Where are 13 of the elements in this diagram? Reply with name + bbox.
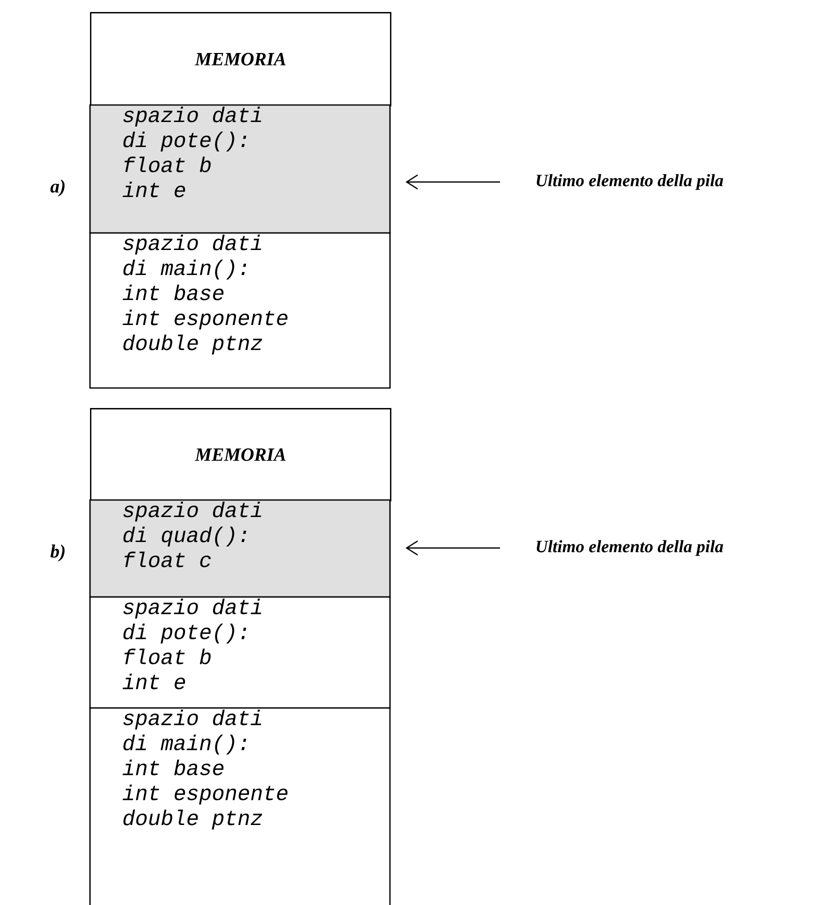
- stack-frame-box: spazio dati di pote(): float b int e: [89, 596, 391, 709]
- arrow: [406, 540, 500, 556]
- panel-label: a): [50, 180, 65, 196]
- header-box: MEMORIA: [90, 12, 392, 106]
- stack-frame-box: spazio dati di quad(): float c: [89, 499, 391, 598]
- header-box: MEMORIA: [90, 408, 392, 502]
- note-text: Ultimo elemento della pila: [536, 174, 724, 190]
- stack-frame-box: spazio dati di main(): int base int esponente double ptnz: [89, 707, 391, 905]
- note-text: Ultimo elemento della pila: [536, 540, 724, 556]
- arrow: [406, 174, 500, 190]
- panel-label: b): [50, 544, 65, 562]
- stack-frame-box: spazio dati di pote(): float b int e: [89, 104, 391, 234]
- stack-frame-box: spazio dati di main(): int base int esponente double ptnz: [89, 232, 391, 389]
